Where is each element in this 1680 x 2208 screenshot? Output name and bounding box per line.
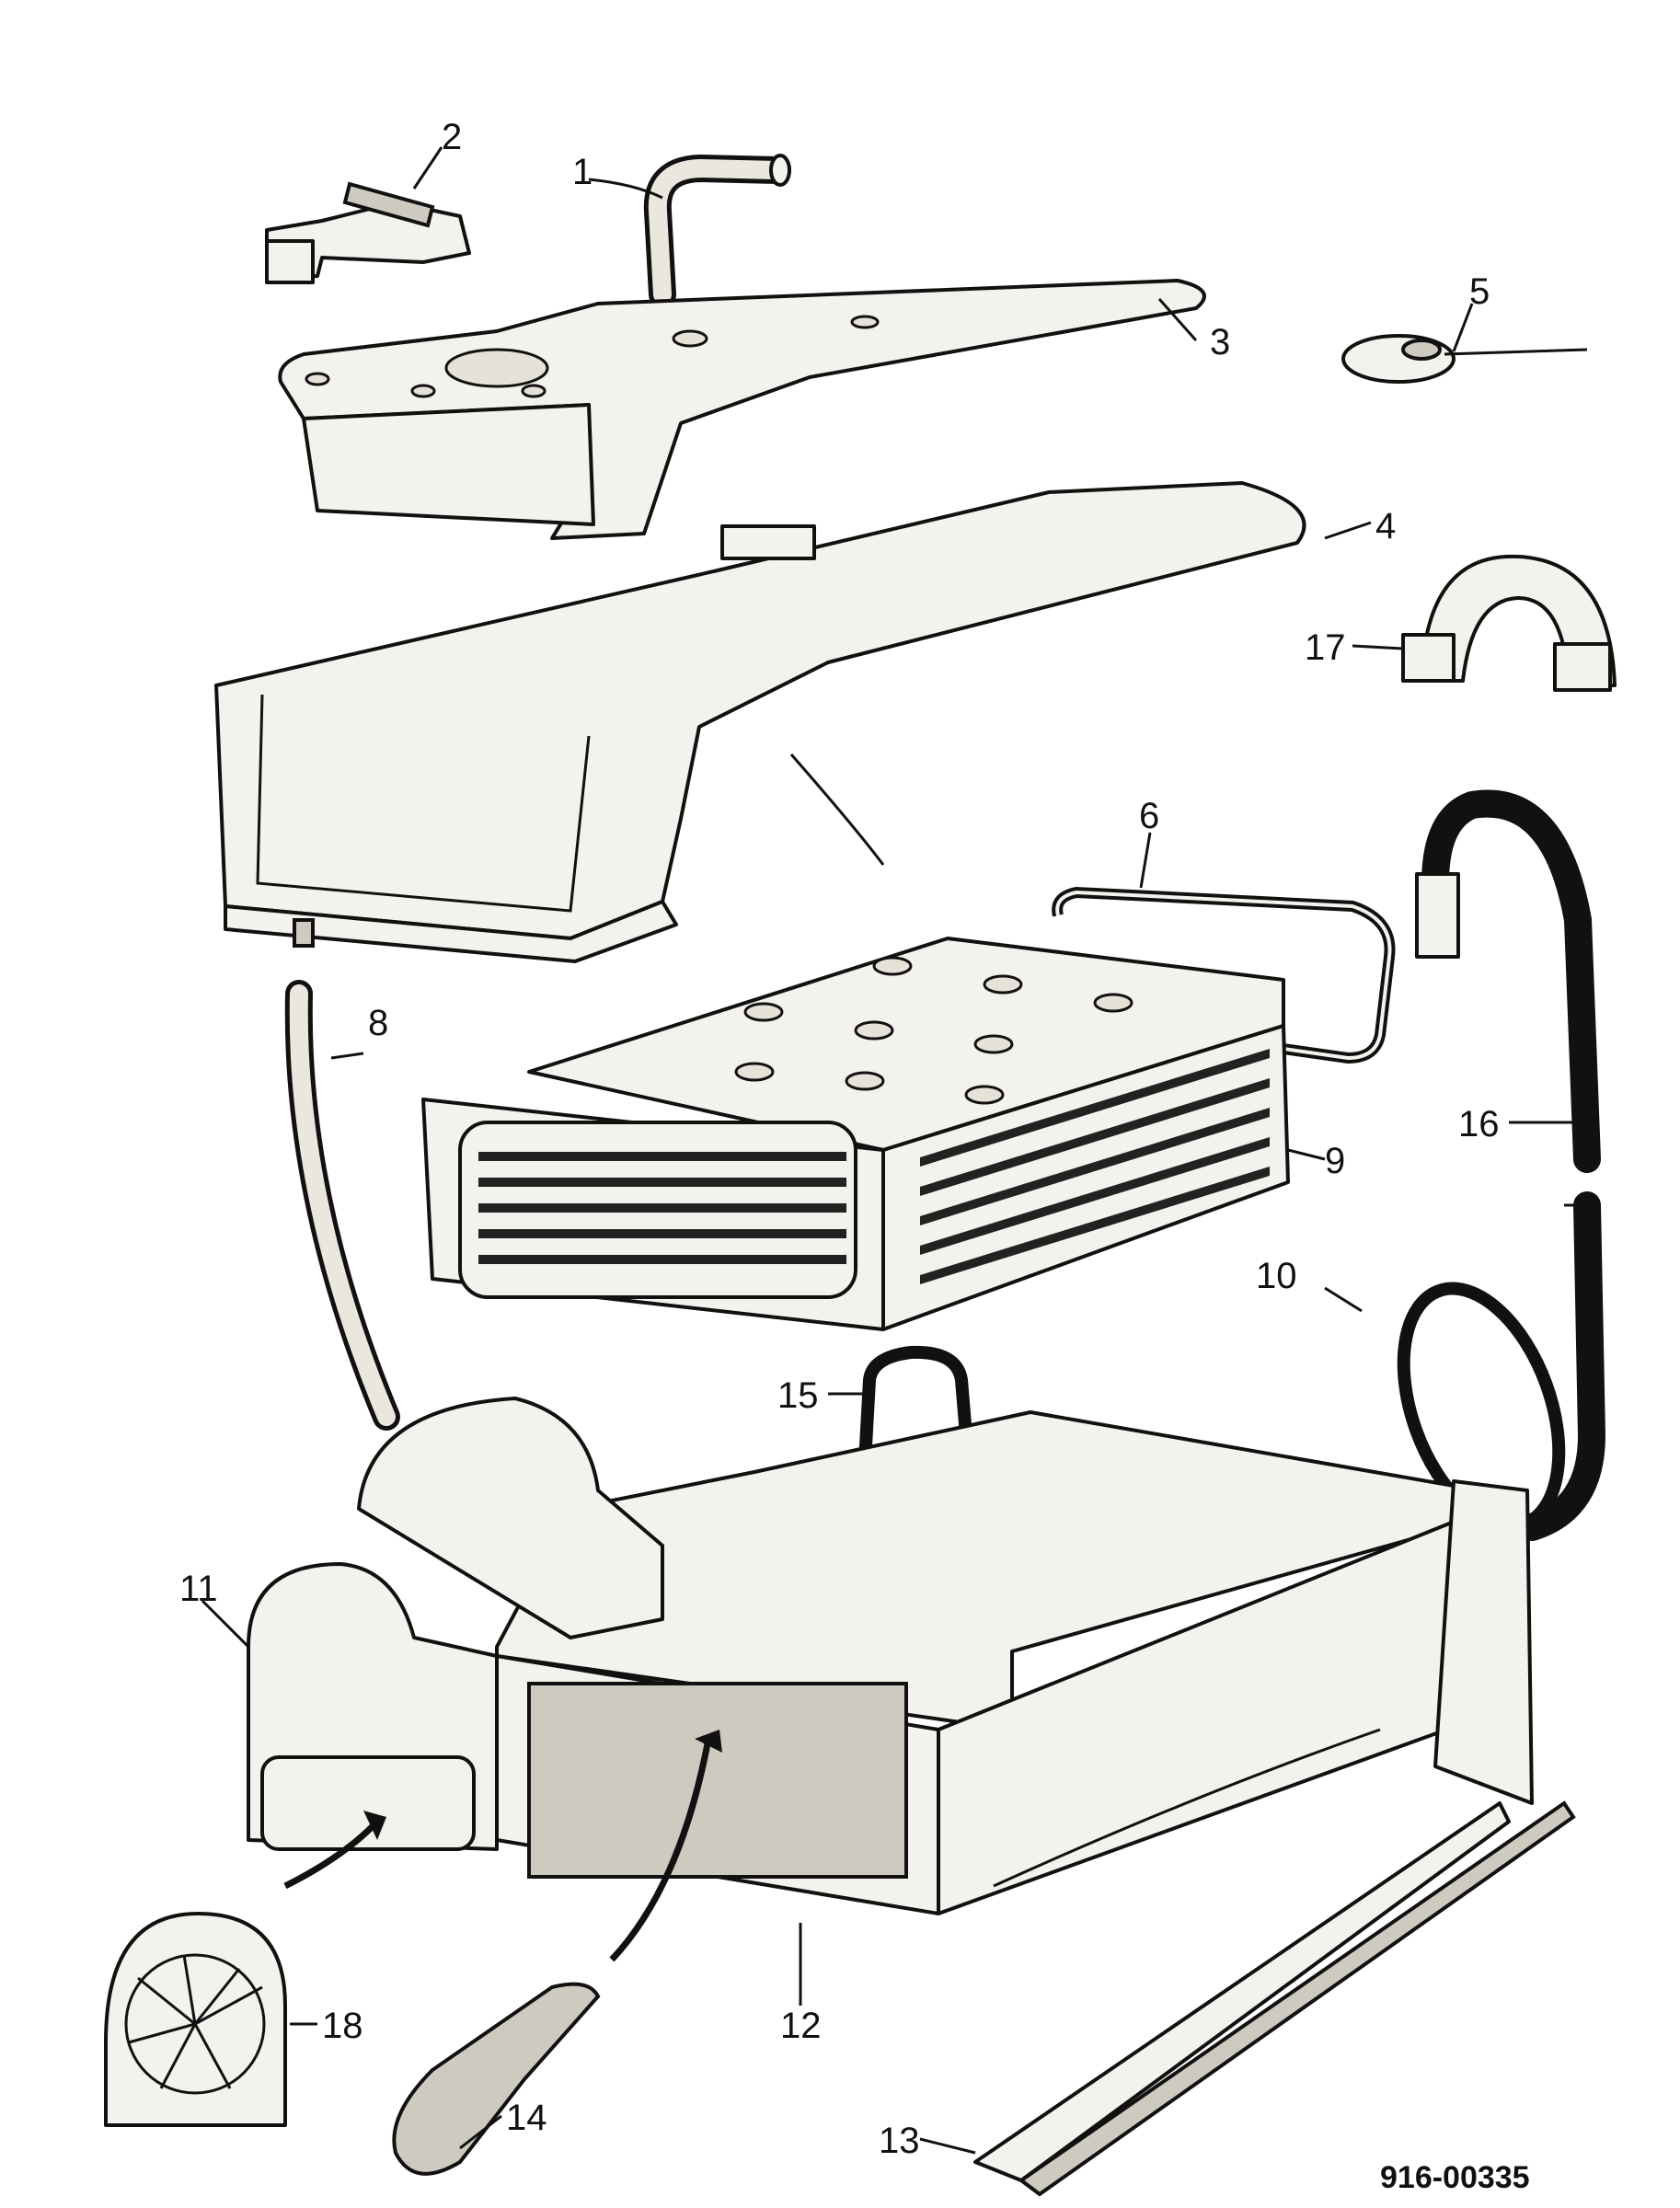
fan-blades [128, 1954, 263, 2089]
airflow-arrows [283, 1730, 722, 1962]
part-2-clip [265, 181, 471, 284]
callout-5: 5 [1469, 271, 1490, 312]
callout-17: 17 [1305, 627, 1346, 668]
callout-6: 6 [1139, 796, 1159, 836]
part-13-plate [973, 1800, 1576, 2197]
callout-3: 3 [1210, 322, 1230, 362]
callout-15: 15 [777, 1375, 819, 1416]
callout-14: 14 [506, 2098, 547, 2138]
part-9-condenser [421, 937, 1290, 1331]
callout-16: 16 [1458, 1104, 1500, 1144]
part-11-fan-housing [247, 1397, 664, 1851]
part-4-water-container [214, 481, 1306, 963]
part-6-seal [1052, 886, 1396, 1064]
part-17-clamp [1401, 554, 1617, 692]
callout-13: 13 [879, 2121, 920, 2161]
callout-9: 9 [1325, 1141, 1345, 1181]
part-8-hose [284, 980, 400, 1431]
condenser-side-fins [920, 1049, 1270, 1284]
callout-2: 2 [442, 117, 462, 157]
part-1-hose-elbow [643, 154, 791, 308]
part-5-filter-cap [1341, 334, 1588, 384]
drawing-code: 916-00335 [1380, 2160, 1530, 2195]
condenser-front-fins [478, 1152, 846, 1264]
callout-1: 1 [572, 152, 593, 192]
callout-10: 10 [1256, 1256, 1297, 1296]
callout-8: 8 [368, 1003, 388, 1043]
part-12-air-duct-housing [495, 1410, 1534, 1915]
callout-18: 18 [322, 2006, 363, 2046]
callout-11: 11 [179, 1569, 218, 1609]
part-18-fan-wheel [104, 1912, 287, 2127]
part-3-top-cover [278, 279, 1206, 540]
part-15-u-bracket [858, 1345, 972, 1464]
callout-4: 4 [1375, 506, 1396, 546]
part-16-drain-hose [1415, 789, 1606, 1541]
part-14-filter-screen [392, 1982, 601, 2176]
leader-lines [201, 146, 1587, 2155]
callout-labels: 1 2 3 4 5 6 8 9 10 11 12 13 14 15 16 17 … [179, 117, 1500, 2161]
callout-12: 12 [780, 2006, 822, 2046]
condenser-top-holes [734, 956, 1133, 1105]
